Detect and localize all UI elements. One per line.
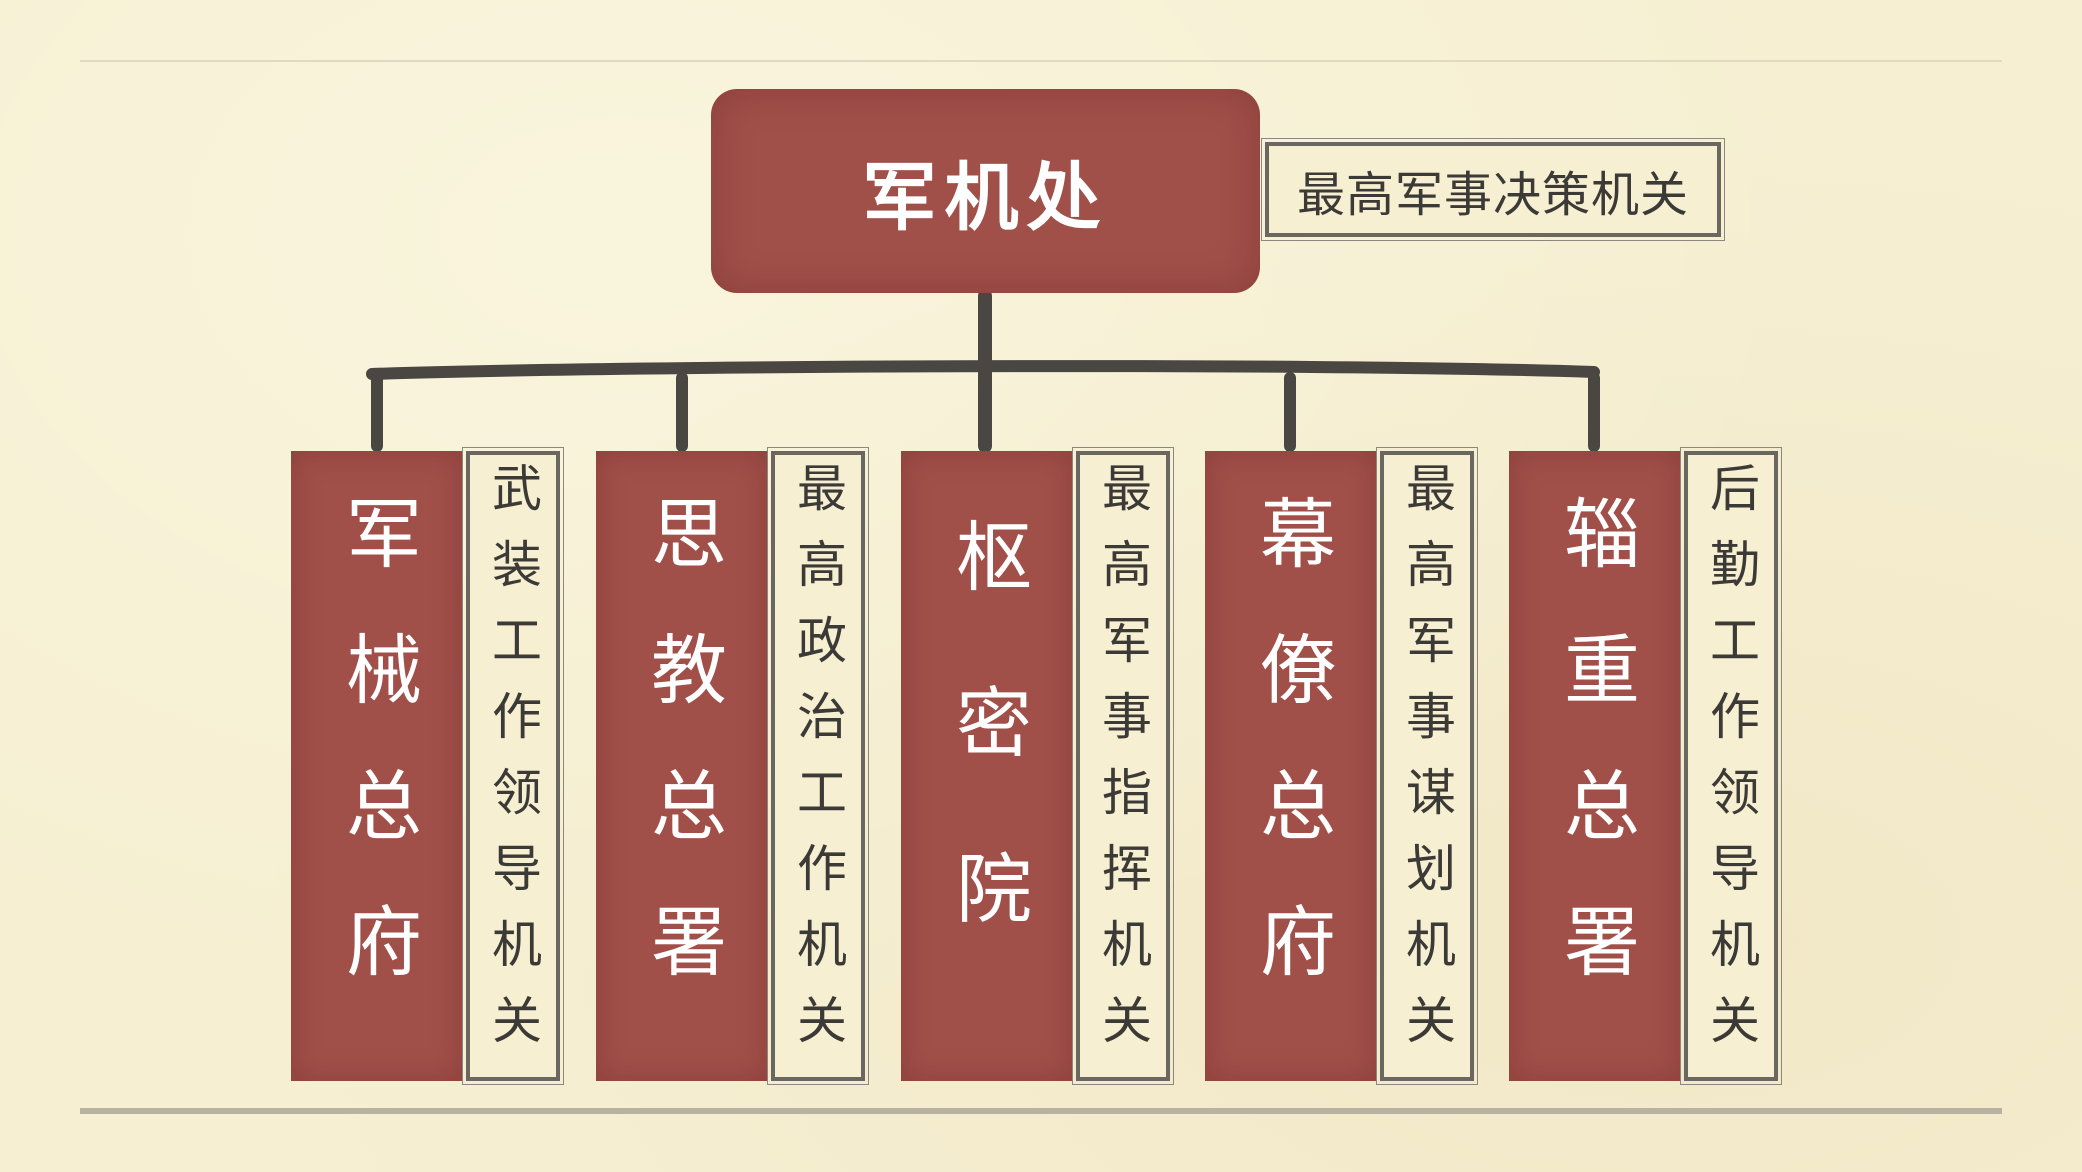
node-3-desc-box: 最高军事指挥机关: [1072, 447, 1174, 1085]
node-2: 思教总署: [596, 451, 768, 1081]
node-5-desc: 后勤工作领导机关: [1702, 462, 1760, 1070]
bottom-rule: [80, 1108, 2002, 1114]
top-rule: [80, 60, 2002, 62]
top-node-title: 军机处: [862, 154, 1109, 241]
node-2-desc-box: 最高政治工作机关: [767, 447, 869, 1085]
top-node-junjichu: 军机处: [711, 89, 1260, 293]
node-3-name: 枢密院: [943, 517, 1032, 1015]
node-4-desc: 最高军事谋划机关: [1398, 462, 1456, 1070]
node-2-name: 思教总署: [638, 494, 727, 1038]
node-4: 幕僚总府: [1205, 451, 1377, 1081]
node-1-name: 军械总府: [333, 494, 422, 1038]
node-1-desc-box: 武装工作领导机关: [462, 447, 564, 1085]
node-3: 枢密院: [901, 451, 1073, 1081]
node-4-desc-box: 最高军事谋划机关: [1376, 447, 1478, 1085]
node-1-desc: 武装工作领导机关: [484, 462, 542, 1070]
node-1: 军械总府: [291, 451, 463, 1081]
top-node-note: 最高军事决策机关: [1261, 138, 1725, 241]
node-5: 辎重总署: [1509, 451, 1681, 1081]
node-4-name: 幕僚总府: [1247, 494, 1336, 1038]
node-3-desc: 最高军事指挥机关: [1094, 462, 1152, 1070]
node-2-desc: 最高政治工作机关: [789, 462, 847, 1070]
top-node-note-text: 最高军事决策机关: [1296, 166, 1689, 223]
node-5-name: 辎重总署: [1551, 494, 1640, 1038]
node-5-desc-box: 后勤工作领导机关: [1680, 447, 1782, 1085]
